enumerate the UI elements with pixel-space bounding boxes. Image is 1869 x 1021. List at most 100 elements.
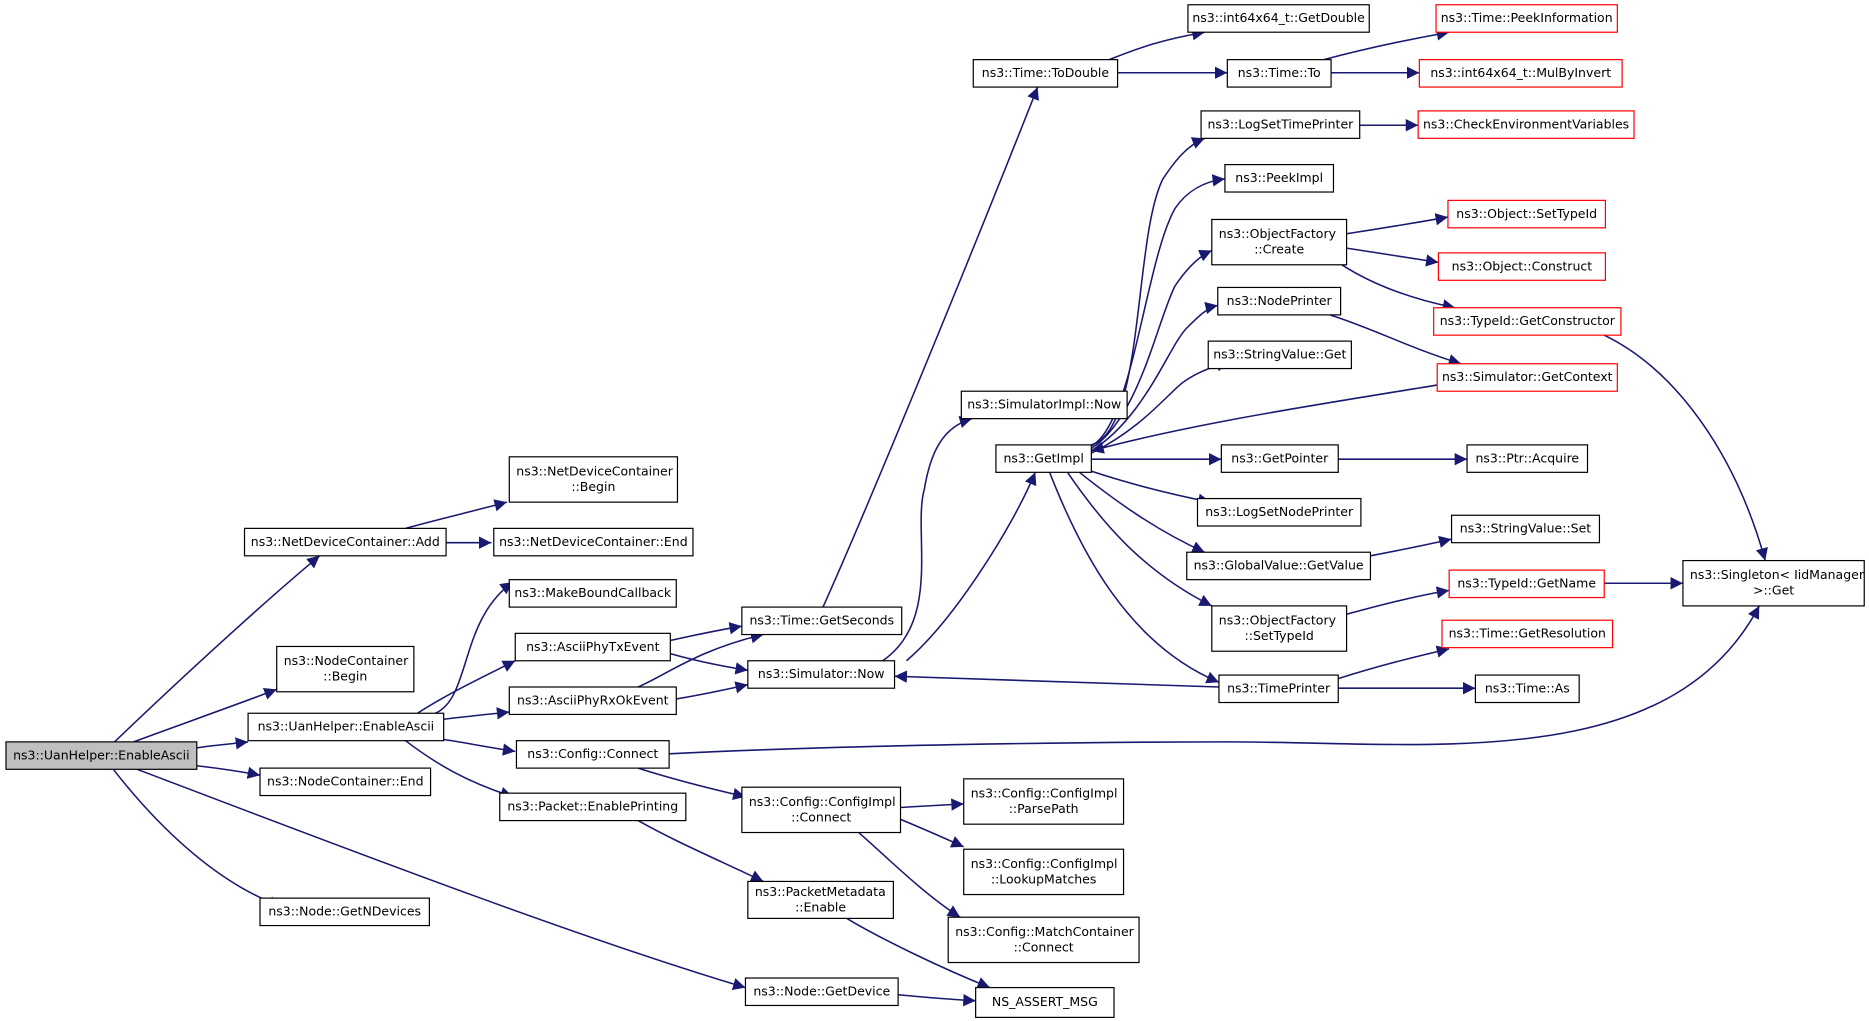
graph-node-n41[interactable]: ns3::Object::SetTypeId xyxy=(1447,199,1607,229)
graph-node-n19[interactable]: NS_ASSERT_MSG xyxy=(975,986,1115,1018)
node-box xyxy=(741,606,903,636)
graph-node-n26[interactable]: ns3::int64x64_t::GetDouble xyxy=(1187,4,1370,33)
graph-node-n14[interactable]: ns3::Node::GetDevice xyxy=(744,977,899,1007)
call-edge-n30-n41 xyxy=(1346,213,1449,235)
node-box xyxy=(963,778,1125,825)
node-label: ns3::UanHelper::EnableAscii xyxy=(258,719,435,734)
call-edge-n22-n35 xyxy=(1078,471,1205,553)
graph-node-n40[interactable]: ns3::CheckEnvironmentVariables xyxy=(1417,110,1635,139)
graph-node-n44[interactable]: ns3::Simulator::GetContext xyxy=(1436,363,1618,392)
graph-node-n15[interactable]: ns3::Time::GetSeconds xyxy=(741,606,903,636)
graph-node-n10[interactable]: ns3::Config::Connect xyxy=(515,740,670,769)
node-label: ns3::GetImpl xyxy=(1003,450,1083,465)
node-box xyxy=(1220,444,1339,473)
graph-node-n5[interactable]: ns3::NodeContainer::Begin xyxy=(276,645,415,693)
graph-node-n2[interactable]: ns3::NetDeviceContainer::Add xyxy=(243,527,447,557)
graph-node-n29[interactable]: ns3::PeekImpl xyxy=(1224,163,1335,193)
graph-node-n36[interactable]: ns3::ObjectFactory::SetTypeId xyxy=(1211,605,1348,652)
node-box xyxy=(1217,286,1342,316)
graph-node-n49[interactable]: ns3::Time::As xyxy=(1474,674,1580,704)
graph-node-n28[interactable]: ns3::LogSetTimePrinter xyxy=(1200,110,1361,139)
graph-node-n42[interactable]: ns3::Object::Construct xyxy=(1437,252,1607,281)
node-label: ns3::LogSetNodePrinter xyxy=(1205,504,1354,519)
node-label: ns3::NodePrinter xyxy=(1227,293,1333,308)
graph-node-n3[interactable]: ns3::NetDeviceContainer::Begin xyxy=(508,456,679,503)
node-label: ns3::StringValue::Set xyxy=(1460,521,1591,536)
graph-node-n17[interactable]: ns3::Config::ConfigImpl::Connect xyxy=(741,786,902,834)
graph-node-n25[interactable]: ns3::Config::MatchContainer::Connect xyxy=(947,916,1140,964)
call-edge-n11-n18 xyxy=(637,819,764,883)
graph-node-n38[interactable]: ns3::Time::PeekInformation xyxy=(1435,4,1618,33)
graph-node-n34[interactable]: ns3::LogSetNodePrinter xyxy=(1196,497,1362,527)
call-edge-n17-n25 xyxy=(858,831,961,918)
graph-node-n35[interactable]: ns3::GlobalValue::GetValue xyxy=(1186,551,1372,581)
node-label: ns3::Time::GetSeconds xyxy=(749,613,894,628)
graph-node-n4[interactable]: ns3::NetDeviceContainer::End xyxy=(493,527,694,557)
graph-node-n11[interactable]: ns3::Packet::EnablePrinting xyxy=(499,792,687,822)
graph-node-n46[interactable]: ns3::StringValue::Set xyxy=(1450,514,1601,544)
call-edge-n6-n9 xyxy=(443,707,510,720)
graph-node-n24[interactable]: ns3::Config::ConfigImpl::LookupMatches xyxy=(963,848,1125,896)
graph-node-n6[interactable]: ns3::UanHelper::EnableAscii xyxy=(247,712,445,742)
graph-node-n9[interactable]: ns3::AsciiPhyRxOkEvent xyxy=(508,686,677,716)
call-edge-n1-n5 xyxy=(133,687,277,743)
graph-node-n39[interactable]: ns3::int64x64_t::MulByInvert xyxy=(1418,59,1623,88)
graph-node-n30[interactable]: ns3::ObjectFactory::Create xyxy=(1211,218,1348,266)
graph-node-n32[interactable]: ns3::StringValue::Get xyxy=(1207,340,1352,370)
graph-node-n7[interactable]: ns3::MakeBoundCallback xyxy=(508,579,677,608)
graph-node-n12[interactable]: ns3::NodeContainer::End xyxy=(259,767,432,797)
call-edge-n20-n26 xyxy=(1108,28,1205,61)
node-label: ns3::SimulatorImpl::Now xyxy=(967,397,1121,412)
node-box xyxy=(508,686,677,716)
node-box xyxy=(741,786,902,834)
node-label: ns3::GlobalValue::GetValue xyxy=(1194,558,1364,573)
graph-node-n48[interactable]: ns3::Time::GetResolution xyxy=(1441,619,1614,649)
graph-node-n16[interactable]: ns3::Simulator::Now xyxy=(747,660,896,689)
node-box xyxy=(247,712,445,742)
graph-node-n27[interactable]: ns3::Time::To xyxy=(1226,59,1332,88)
call-edge-n9-n16 xyxy=(676,681,749,700)
call-edge-n44-n22 xyxy=(1091,383,1444,454)
graph-node-n37[interactable]: ns3::TimePrinter xyxy=(1218,674,1339,704)
graph-node-n45[interactable]: ns3::Ptr::Acquire xyxy=(1466,444,1589,473)
graph-node-n22[interactable]: ns3::GetImpl xyxy=(995,444,1092,473)
node-label: ns3::Config::ConfigImpl xyxy=(749,794,896,809)
graph-node-n33[interactable]: ns3::GetPointer xyxy=(1220,444,1339,473)
graph-node-n8[interactable]: ns3::AsciiPhyTxEvent xyxy=(514,632,671,662)
call-edge-n17-n24 xyxy=(900,818,965,848)
graph-node-n18[interactable]: ns3::PacketMetadata::Enable xyxy=(747,880,894,919)
node-box xyxy=(1682,559,1865,607)
graph-node-n23[interactable]: ns3::Config::ConfigImpl::ParsePath xyxy=(963,778,1125,825)
node-label: ::LookupMatches xyxy=(991,871,1097,886)
graph-node-n50[interactable]: ns3::Singleton< IidManager>::Get xyxy=(1682,559,1865,607)
call-edge-n1-n12 xyxy=(196,764,261,779)
call-edge-n9-n15 xyxy=(637,631,764,688)
node-label: ns3::Config::Connect xyxy=(527,746,658,761)
graph-node-n31[interactable]: ns3::NodePrinter xyxy=(1217,286,1342,316)
node-label: ::Begin xyxy=(571,479,615,494)
node-box xyxy=(1447,199,1607,229)
node-box xyxy=(947,916,1140,964)
node-box xyxy=(972,59,1119,88)
node-box xyxy=(1187,4,1370,33)
call-edge-n22-n37 xyxy=(1048,472,1220,684)
graph-node-n13[interactable]: ns3::Node::GetNDevices xyxy=(259,897,430,927)
graph-node-n47[interactable]: ns3::TypeId::GetName xyxy=(1448,569,1605,599)
graph-node-n20[interactable]: ns3::Time::ToDouble xyxy=(972,59,1119,88)
graph-node-n21[interactable]: ns3::SimulatorImpl::Now xyxy=(960,390,1128,420)
node-label: ns3::Singleton< IidManager xyxy=(1690,567,1865,582)
node-label: ns3::Simulator::GetContext xyxy=(1442,369,1613,384)
node-box xyxy=(1418,59,1623,88)
edges-layer xyxy=(112,28,1768,1007)
node-label: ns3::NodeContainer xyxy=(284,653,409,668)
graph-node-n1[interactable]: ns3::UanHelper::EnableAscii xyxy=(5,741,198,770)
node-box xyxy=(276,645,415,693)
graph-node-n43[interactable]: ns3::TypeId::GetConstructor xyxy=(1433,307,1622,336)
node-box xyxy=(1218,674,1339,704)
node-label: ns3::Time::ToDouble xyxy=(982,65,1110,80)
node-label: ns3::MakeBoundCallback xyxy=(514,585,672,600)
node-box xyxy=(515,740,670,769)
node-label: ns3::TypeId::GetConstructor xyxy=(1440,313,1616,328)
call-edge-n18-n19 xyxy=(846,917,991,989)
